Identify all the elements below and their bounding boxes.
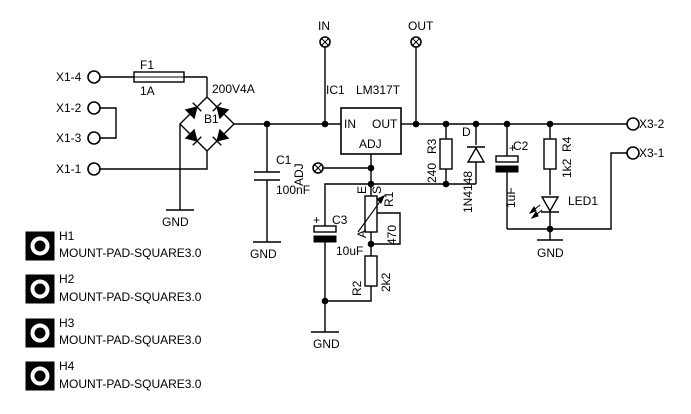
led-led1-name: LED1 — [568, 194, 598, 208]
regulator-ic1-part: LM317T — [356, 83, 401, 97]
mounting-pad-h1: H1 MOUNT-PAD-SQUARE3.0 — [25, 229, 202, 261]
capacitor-c1: C1 100nF GND — [250, 124, 310, 261]
mounting-pad-h4-name: H4 — [59, 359, 75, 373]
gnd-label-c1: GND — [250, 247, 277, 261]
trimmer-r1: R1 470 E A S — [355, 184, 401, 256]
test-point-in-label: IN — [318, 19, 330, 33]
test-point-out-label: OUT — [408, 19, 434, 33]
mounting-pad-h3-value: MOUNT-PAD-SQUARE3.0 — [59, 333, 202, 347]
bridge-b1-name: B1 — [204, 112, 219, 126]
capacitor-c2-plus: + — [509, 141, 516, 155]
gnd-label-output: GND — [537, 246, 564, 260]
mounting-pad-h3: H3 MOUNT-PAD-SQUARE3.0 — [25, 316, 202, 348]
connector-x1-1-pin — [87, 162, 101, 176]
trimmer-r1-value: 470 — [385, 225, 399, 245]
resistor-r2-name: R2 — [350, 280, 364, 296]
gnd-label-c3: GND — [313, 337, 340, 351]
test-point-adj: ADJ — [292, 162, 371, 186]
bridge-b1-value: 200V4A — [212, 82, 255, 96]
capacitor-c3: + C3 10uF GND — [311, 183, 371, 351]
resistor-r4: R4 1k2 — [543, 124, 574, 195]
resistor-r2: R2 2k2 — [321, 255, 393, 305]
input-connectors: X1-4 X1-2 X1-3 X1-1 — [56, 70, 117, 176]
output-rail — [371, 120, 627, 188]
led-led1: LED1 — [528, 194, 598, 229]
resistor-r3-value: 240 — [425, 163, 439, 183]
test-point-in: IN — [318, 19, 331, 124]
capacitor-c2: + C2 1uF — [495, 124, 529, 229]
capacitor-c3-name: C3 — [332, 213, 348, 227]
regulator-pin-adj: ADJ — [359, 137, 382, 151]
gnd-label-bridge: GND — [162, 215, 189, 229]
test-point-out: OUT — [408, 19, 434, 124]
mounting-pad-h2-name: H2 — [59, 272, 75, 286]
capacitor-c1-name: C1 — [276, 153, 292, 167]
resistor-r3-name: R3 — [425, 138, 439, 154]
capacitor-c2-value: 1uF — [504, 187, 518, 208]
trimmer-r1-pin-e: E — [355, 186, 369, 194]
regulator-pin-in: IN — [344, 117, 356, 131]
resistor-r4-name: R4 — [560, 136, 574, 152]
jumper-x1-2-x1-3 — [100, 107, 117, 139]
capacitor-c3-plus: + — [313, 213, 320, 227]
trimmer-r1-pin-s: S — [370, 186, 384, 194]
trimmer-r1-name: R1 — [382, 191, 396, 207]
resistor-r4-value: 1k2 — [560, 158, 574, 178]
diode-d-value: 1N4148 — [461, 171, 475, 213]
connector-x1-4-pin — [87, 70, 101, 84]
mounting-pad-h1-name: H1 — [59, 229, 75, 243]
connector-x3-1-label: X3-1 — [639, 146, 665, 160]
regulator-ic1: IC1 LM317T IN OUT ADJ — [326, 83, 416, 188]
capacitor-c1-value: 100nF — [276, 183, 310, 197]
regulator-ic1-name: IC1 — [326, 83, 345, 97]
capacitor-c3-value: 10uF — [336, 244, 363, 258]
connector-x1-1-label: X1-1 — [56, 162, 82, 176]
connector-x3-2-label: X3-2 — [639, 117, 665, 131]
mounting-pad-h3-name: H3 — [59, 316, 75, 330]
diode-d-name: D — [462, 125, 471, 139]
capacitor-c2-name: C2 — [513, 139, 529, 153]
regulator-pin-out: OUT — [372, 117, 398, 131]
output-ground-return: GND — [507, 152, 627, 260]
resistor-r2-value: 2k2 — [379, 272, 393, 292]
diode-d: D 1N4148 — [461, 124, 486, 213]
test-point-adj-label: ADJ — [292, 163, 306, 186]
fuse-f1: F1 1A — [100, 58, 208, 98]
connector-x1-3-label: X1-3 — [56, 131, 82, 145]
trimmer-r1-pin-a: A — [355, 230, 369, 238]
connector-x3-1-pin — [626, 146, 640, 160]
connector-x1-2-pin — [87, 101, 101, 115]
connector-x1-3-pin — [87, 131, 101, 145]
connector-x3-2-pin — [626, 117, 640, 131]
connector-x1-2-label: X1-2 — [56, 101, 82, 115]
mounting-pad-h2-value: MOUNT-PAD-SQUARE3.0 — [59, 290, 202, 304]
mounting-pad-h2: H2 MOUNT-PAD-SQUARE3.0 — [25, 272, 202, 304]
fuse-f1-name: F1 — [140, 58, 154, 72]
fuse-f1-value: 1A — [140, 84, 155, 98]
mounting-pad-h4: H4 MOUNT-PAD-SQUARE3.0 — [25, 359, 202, 391]
mounting-pad-h4-value: MOUNT-PAD-SQUARE3.0 — [59, 377, 202, 391]
output-connectors: X3-2 X3-1 — [626, 117, 665, 160]
mounting-pad-h1-value: MOUNT-PAD-SQUARE3.0 — [59, 246, 202, 260]
connector-x1-4-label: X1-4 — [56, 70, 82, 84]
resistor-r3: R3 240 — [425, 124, 453, 184]
bridge-rectifier-b1: 200V4A B1 GND — [100, 82, 255, 229]
